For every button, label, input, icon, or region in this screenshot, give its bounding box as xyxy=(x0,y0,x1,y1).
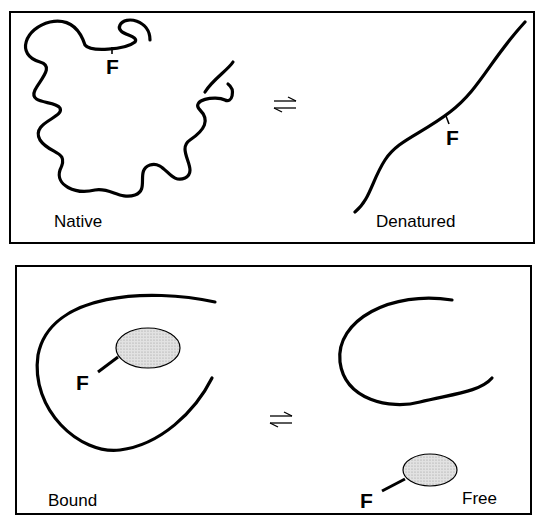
fluorophore-label: F xyxy=(446,127,459,148)
receptor xyxy=(37,295,215,450)
state-label: Denatured xyxy=(376,213,455,230)
native-chain xyxy=(26,20,233,196)
fluorophore-label: F xyxy=(360,490,373,511)
ligand xyxy=(98,328,180,372)
label-tick xyxy=(111,47,113,54)
state-label: Free xyxy=(462,490,497,507)
state-label: Bound xyxy=(48,492,97,509)
label-tick xyxy=(446,116,449,124)
native-chain xyxy=(205,62,233,92)
panel-frame xyxy=(16,266,531,514)
receptor xyxy=(340,298,492,404)
fluorophore-label: F xyxy=(76,372,89,393)
equilibrium-arrows xyxy=(274,97,296,112)
equilibrium-arrows xyxy=(270,412,292,427)
ligand xyxy=(382,454,457,491)
state-label: Native xyxy=(54,213,102,230)
panel-frame xyxy=(10,12,534,243)
fluorophore-label: F xyxy=(106,56,119,77)
denatured-chain xyxy=(355,22,525,212)
